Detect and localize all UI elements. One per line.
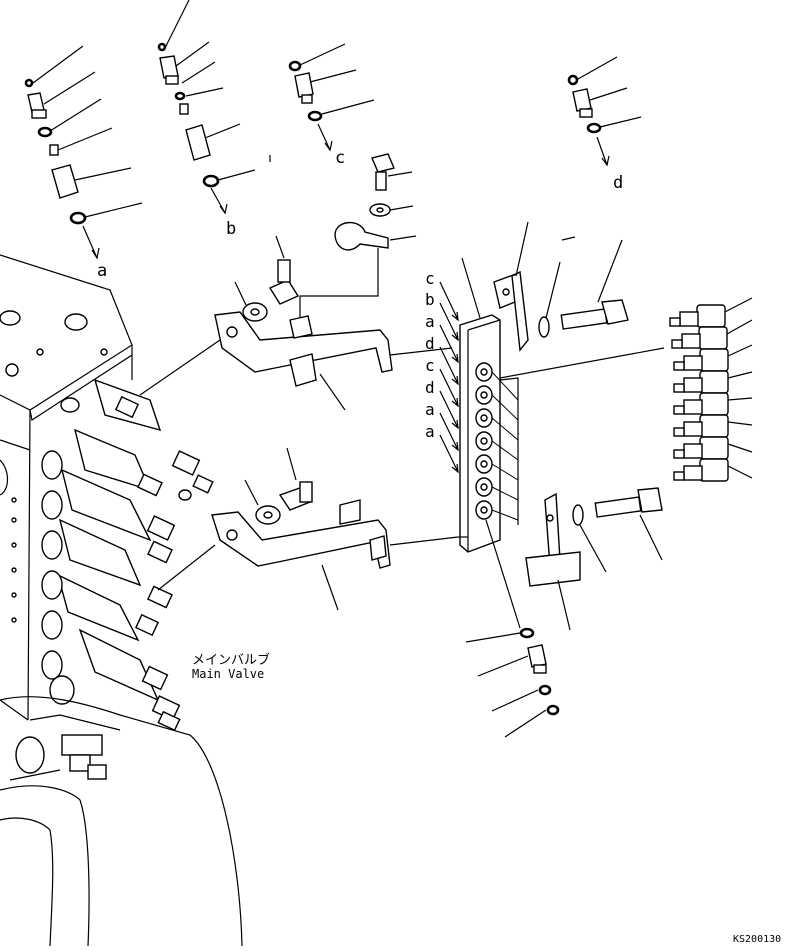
callout-c: c: [335, 148, 345, 168]
stack-label-1: c: [425, 269, 435, 288]
callout-a: a: [97, 261, 107, 281]
lower-right-bracket: [525, 487, 663, 631]
fitting-group-b: b: [157, 0, 256, 239]
upper-bracket: [139, 235, 453, 411]
solenoid-stack: [41, 378, 214, 732]
stack-label-3: a: [425, 312, 435, 331]
main-valve-body: [0, 254, 243, 947]
pressure-switch-stack: [669, 297, 753, 482]
bottom-fitting: [465, 627, 560, 738]
stack-label-5: c: [425, 356, 435, 375]
stack-label-8: a: [425, 422, 435, 441]
port-callout-stack: c b a d c d a a: [425, 269, 459, 474]
upper-right-bracket: [493, 221, 629, 352]
main-valve-label-jp: メインバルブ: [192, 652, 270, 668]
fitting-group-a: a: [24, 45, 143, 281]
clamp-assembly: [299, 153, 417, 320]
fitting-group-d: d: [567, 56, 642, 193]
stack-label-6: d: [425, 378, 435, 397]
lower-casting: [0, 696, 243, 947]
manifold-block: [458, 257, 665, 629]
drawing-code: KS200130: [733, 934, 781, 945]
lower-bracket: [157, 447, 459, 611]
stack-label-2: b: [425, 290, 435, 309]
stack-label-7: a: [425, 400, 435, 419]
callout-b: b: [226, 219, 236, 239]
stack-label-4: d: [425, 334, 435, 353]
callout-d: d: [613, 173, 623, 193]
main-valve-label-en: Main Valve: [192, 667, 264, 681]
fitting-group-c: c: [288, 43, 375, 168]
